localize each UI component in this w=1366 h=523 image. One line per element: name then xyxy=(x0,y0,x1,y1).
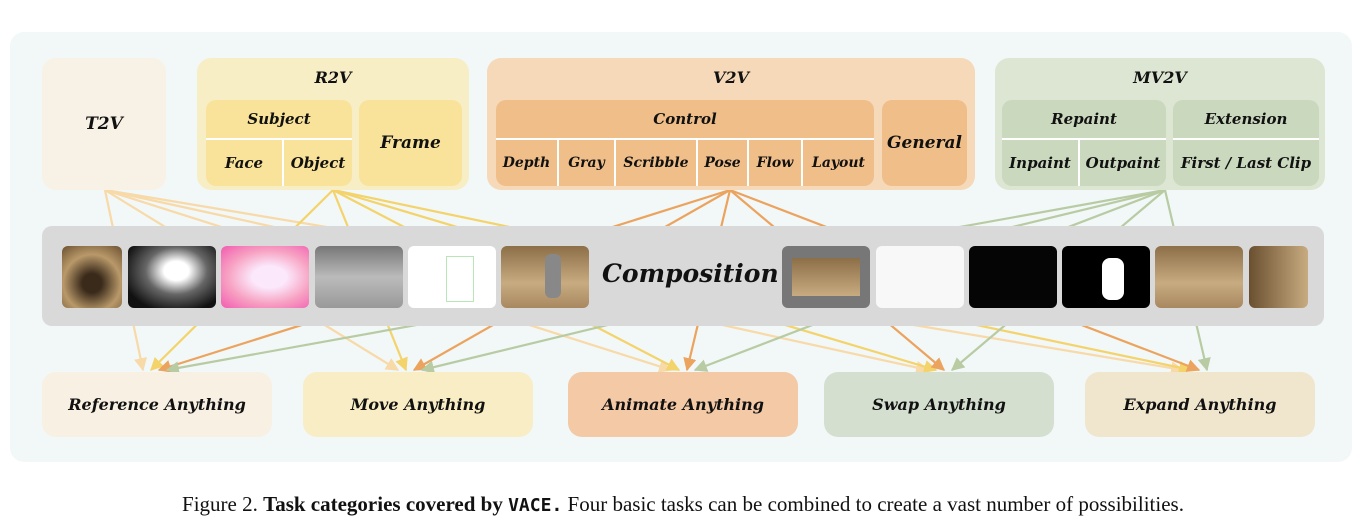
r2v-box: R2V Subject Face Object Frame xyxy=(197,58,469,190)
subject-group: Subject Face Object xyxy=(206,100,352,186)
control-item-layout: Layout xyxy=(811,155,866,171)
dog-image-thumb xyxy=(62,246,122,308)
output-animate-anything: Animate Anything xyxy=(568,372,798,437)
composition-bar: Composition xyxy=(42,226,1324,326)
extension-label: Extension xyxy=(1173,100,1319,140)
outpaint-label: Outpaint xyxy=(1085,154,1161,172)
pose-thumb xyxy=(969,246,1057,308)
control-label: Control xyxy=(496,100,874,140)
control-item-gray: Gray xyxy=(559,140,616,186)
composition-label: Composition xyxy=(602,259,779,288)
caption-bold: Task categories covered by xyxy=(263,492,509,516)
inpaint-label: Inpaint xyxy=(1002,140,1080,186)
mv2v-box: MV2V Repaint Inpaint Outpaint Extension … xyxy=(995,58,1325,190)
flow-map-thumb xyxy=(221,246,309,308)
figure-caption: Figure 2. Task categories covered by VAC… xyxy=(0,492,1366,517)
outpaint-frame-thumb xyxy=(782,246,870,308)
object-label: Object xyxy=(290,154,346,172)
cyclist-frame-thumb xyxy=(1249,246,1308,308)
caption-vace: VACE. xyxy=(508,495,563,516)
scribble-thumb xyxy=(876,246,964,308)
caption-prefix: Figure 2. xyxy=(182,492,264,516)
first-last-clip-label: First / Last Clip xyxy=(1180,154,1312,172)
t2v-box: T2V xyxy=(42,58,166,190)
v2v-title: V2V xyxy=(713,68,749,87)
caption-rest: Four basic tasks can be combined to crea… xyxy=(562,492,1184,516)
video-frame-thumb xyxy=(1155,246,1243,308)
gray-video-thumb xyxy=(315,246,403,308)
output-move-anything: Move Anything xyxy=(303,372,533,437)
control-item-depth: Depth xyxy=(496,140,559,186)
depth-map-thumb xyxy=(128,246,216,308)
extension-group: Extension First / Last Clip xyxy=(1173,100,1319,186)
repaint-label: Repaint xyxy=(1002,100,1166,140)
output-expand-anything: Expand Anything xyxy=(1085,372,1315,437)
t2v-label: T2V xyxy=(85,114,123,134)
mv2v-title: MV2V xyxy=(1133,68,1187,87)
control-item-pose: Pose xyxy=(698,140,749,186)
control-item-scribble: Scribble xyxy=(616,140,698,186)
r2v-title: R2V xyxy=(314,68,352,87)
layout-box-thumb xyxy=(408,246,496,308)
masked-video-thumb xyxy=(501,246,589,308)
repaint-group: Repaint Inpaint Outpaint xyxy=(1002,100,1166,186)
control-item-flow: Flow xyxy=(749,140,803,186)
face-label: Face xyxy=(206,140,284,186)
general-label: General xyxy=(882,100,967,186)
output-reference-anything: Reference Anything xyxy=(42,372,272,437)
subject-label: Subject xyxy=(206,100,352,140)
frame-label: Frame xyxy=(359,100,462,186)
output-swap-anything: Swap Anything xyxy=(824,372,1054,437)
mask-thumb xyxy=(1062,246,1150,308)
